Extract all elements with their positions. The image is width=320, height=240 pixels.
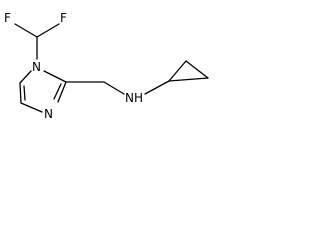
bond-f2-chf2 xyxy=(36,23,60,38)
structure-canvas: F F N N N H xyxy=(0,0,221,138)
bond-nh-cp xyxy=(144,80,170,95)
ring-nitrogen-3-label: N xyxy=(44,107,53,121)
bond-cp-c xyxy=(168,77,209,82)
bond-f1-chf2 xyxy=(14,23,38,38)
bond-c2-n3 xyxy=(57,81,67,103)
difluoromethyl-group xyxy=(14,23,60,60)
cyclopropyl-group xyxy=(144,60,209,95)
bond-cp-b xyxy=(185,60,209,79)
bond-n1-c2 xyxy=(43,70,67,83)
ring-nitrogen-1-label: N xyxy=(32,60,41,74)
bond-c5-n1 xyxy=(19,70,32,84)
amine-hydrogen-label: H xyxy=(134,91,143,105)
fluorine-left-label: F xyxy=(4,11,11,25)
methylene-linker xyxy=(65,81,125,95)
bond-c4-c5-inner xyxy=(23,85,26,101)
molecule-structure: F F N N N H xyxy=(4,11,209,121)
imidazole-ring xyxy=(19,70,67,113)
bond-cp-a xyxy=(168,60,187,82)
fluorine-right-label: F xyxy=(60,11,67,25)
bond-ch2-nh xyxy=(103,81,125,95)
bond-c2-n3-inner xyxy=(53,83,62,100)
bond-n3-c4 xyxy=(20,102,43,113)
amine-nitrogen-label: N xyxy=(125,91,134,105)
bond-c4-c5 xyxy=(19,82,22,104)
